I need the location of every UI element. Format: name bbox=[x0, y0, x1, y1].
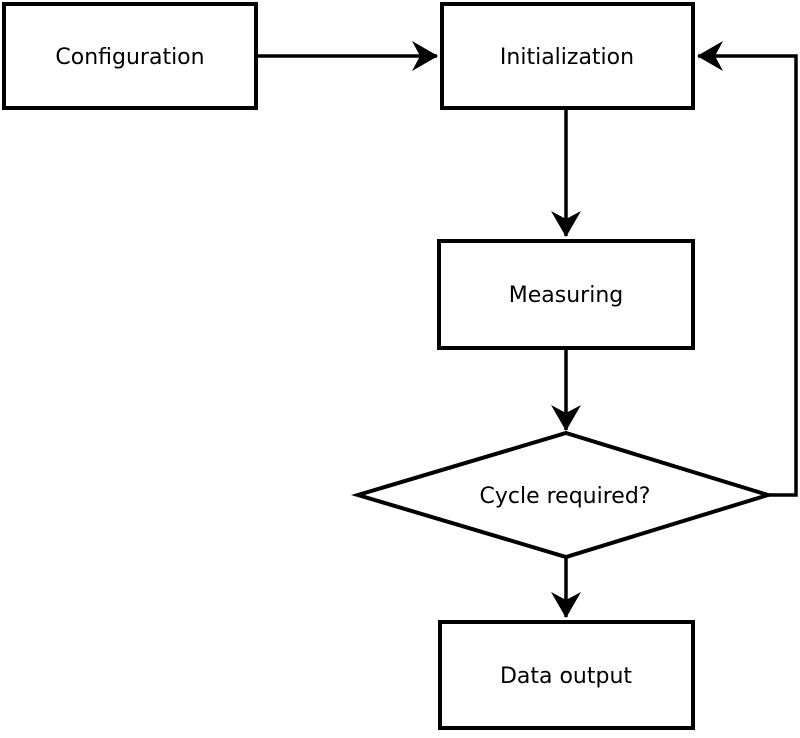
cycle-required-diamond bbox=[350, 430, 775, 560]
data-output-label: Data output bbox=[500, 664, 632, 689]
configuration-label: Configuration bbox=[55, 45, 204, 70]
initialization-label: Initialization bbox=[500, 45, 634, 70]
cycle-required-label: Cycle required? bbox=[480, 484, 651, 509]
initialization-box bbox=[440, 2, 695, 110]
configuration-box bbox=[2, 2, 258, 110]
measuring-label: Measuring bbox=[509, 283, 623, 308]
measuring-box bbox=[437, 239, 695, 350]
edge-cycle-required-to-initialization-feedback bbox=[697, 41, 798, 497]
data-output-box bbox=[438, 620, 695, 730]
